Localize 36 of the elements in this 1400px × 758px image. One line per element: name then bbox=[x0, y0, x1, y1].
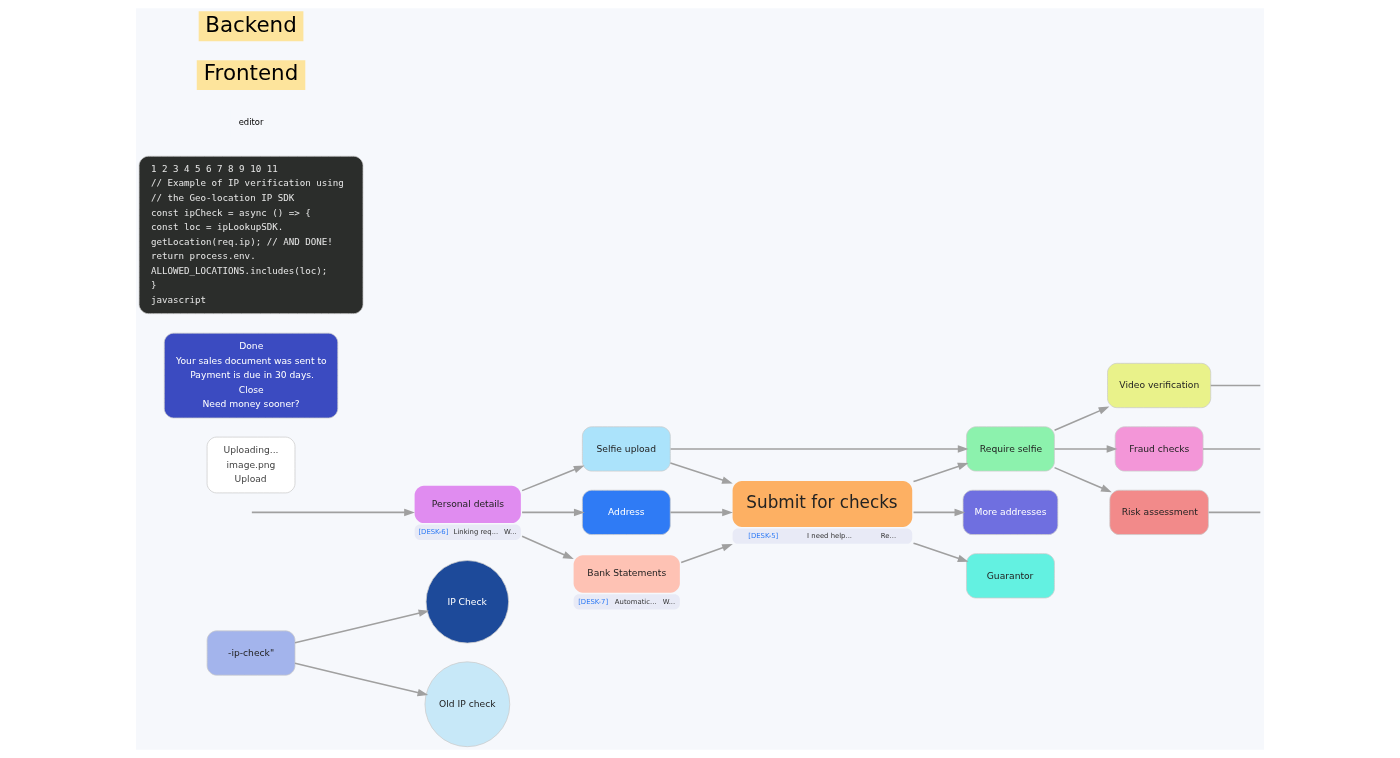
node-box: -ip-check" bbox=[206, 630, 296, 676]
arrow bbox=[912, 508, 966, 517]
node-circle: Old IP check bbox=[424, 661, 511, 748]
arrow bbox=[1053, 406, 1110, 431]
arrow bbox=[912, 542, 969, 562]
label: Frontend bbox=[203, 60, 299, 86]
node-box: Done Your sales document was sent to Payment is due in 30 days. Close Need money sooner? bbox=[163, 332, 339, 419]
arrow bbox=[521, 508, 585, 517]
connector bbox=[1209, 384, 1262, 387]
arrow bbox=[1053, 466, 1112, 493]
arrow bbox=[1053, 445, 1118, 453]
arrow bbox=[912, 462, 969, 483]
arrow bbox=[669, 445, 969, 453]
label: Backend bbox=[205, 11, 297, 37]
node-box: Address bbox=[582, 489, 671, 535]
node-box: Uploading... image.png Upload bbox=[206, 436, 296, 494]
node-box: Selfie upload bbox=[582, 426, 671, 472]
label: editor bbox=[238, 117, 264, 128]
node-box: Fraud checks bbox=[1114, 426, 1204, 472]
arrow bbox=[294, 662, 429, 697]
node-box: Guarantor bbox=[966, 553, 1055, 599]
node-box: 1 2 3 4 5 6 7 8 9 10 11 // Example of IP verification using // the Geo-location IP SDK const ipCheck = async () => { const loc = ipLookupSDK. getLocation(req.ip); // AND DONE! return process.env. ALLOWED_LOCATIONS.includes(loc); } javascript bbox=[138, 155, 364, 315]
arrow bbox=[521, 535, 574, 560]
connector bbox=[1202, 448, 1262, 450]
arrow bbox=[680, 544, 733, 564]
arrow bbox=[251, 508, 415, 517]
connector bbox=[1207, 511, 1262, 514]
arrow bbox=[669, 462, 733, 484]
arrow bbox=[521, 465, 585, 492]
arrow bbox=[669, 508, 733, 517]
node-box: Video verification bbox=[1107, 362, 1212, 409]
node-box: Require selfie bbox=[966, 426, 1055, 472]
arrow bbox=[294, 609, 430, 644]
node-box: More addresses bbox=[962, 489, 1059, 535]
node-box: Risk assessment bbox=[1109, 489, 1209, 535]
node-circle: IP Check bbox=[425, 560, 509, 644]
